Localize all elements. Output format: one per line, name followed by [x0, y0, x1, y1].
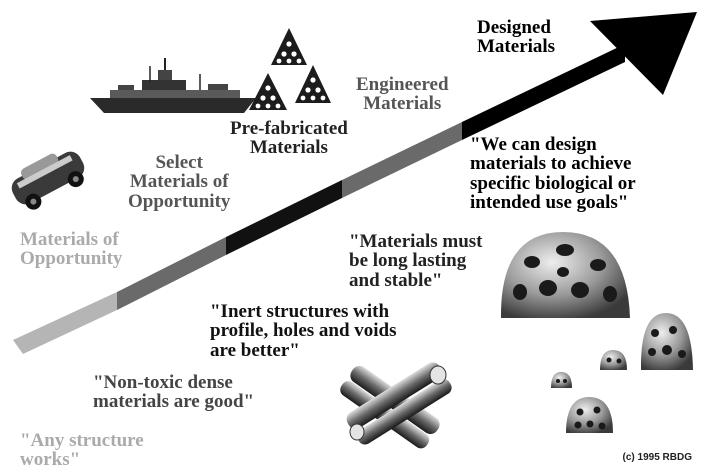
segment-engineered — [342, 122, 462, 198]
label-engineered-materials: Engineered Materials — [356, 74, 449, 115]
progress-arrow — [13, 12, 697, 354]
ship-icon — [90, 58, 256, 113]
label-select-materials: Select Materials of Opportunity — [128, 152, 231, 212]
pyramid-icon — [249, 28, 331, 110]
segment-opportunity — [13, 292, 117, 354]
quote-design-goals: "We can design materials to achieve spec… — [470, 134, 636, 214]
car-icon — [11, 151, 85, 210]
copyright-notice: (c) 1995 RBDG — [622, 452, 692, 463]
segment-select — [117, 237, 226, 310]
segment-designed — [462, 44, 625, 140]
reef-dome-icon — [500, 232, 693, 433]
quote-inert-structures: "Inert structures with profile, holes an… — [210, 301, 397, 361]
label-designed-materials: Designed Materials — [477, 17, 556, 58]
quote-any-structure: "Any structure works" — [20, 430, 144, 470]
pipes-icon — [340, 362, 452, 449]
quote-long-lasting: "Materials must be long lasting and stab… — [349, 231, 483, 291]
label-materials-of-opportunity: Materials of Opportunity — [20, 229, 123, 270]
arrow-head — [590, 12, 697, 95]
label-prefabricated-materials: Pre-fabricated Materials — [230, 118, 348, 159]
quote-non-toxic: "Non-toxic dense materials are good" — [93, 372, 255, 413]
segment-prefab — [226, 180, 342, 255]
